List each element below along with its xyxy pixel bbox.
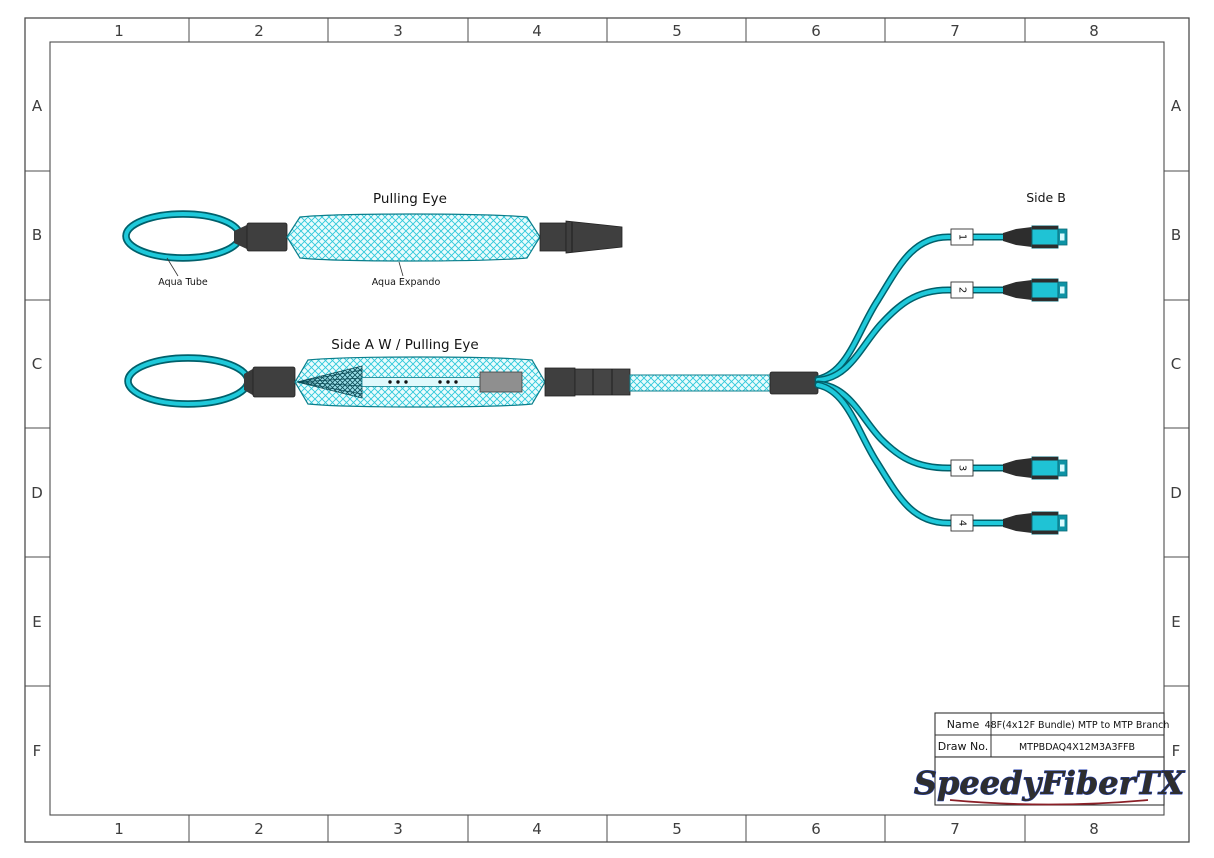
aqua-tube-label: Aqua Tube <box>158 277 208 288</box>
row-label: A <box>32 97 43 115</box>
branch-tag-3 <box>950 459 974 477</box>
logo-box <box>934 756 1165 806</box>
name-value: 48F(4x12F Bundle) MTP to MTP Branch <box>985 720 1170 731</box>
branch-tag-1-label: 1 <box>957 234 968 240</box>
inner-ferrule-block <box>479 371 523 393</box>
mtp-connector-1 <box>1003 225 1068 249</box>
column-label: 8 <box>1089 820 1099 838</box>
mtp-connector-3 <box>1003 456 1068 480</box>
branch-tag-3-label: 3 <box>957 465 968 471</box>
column-label: 1 <box>114 22 124 40</box>
logo-underline-flourish <box>949 799 1149 806</box>
breakout-band <box>769 371 819 395</box>
side-b-label: Side B <box>1026 190 1066 205</box>
column-label: 7 <box>950 820 960 838</box>
column-label: 3 <box>393 22 403 40</box>
grid-row-labels-left: A B C D E F <box>31 97 43 760</box>
grid-frame <box>24 17 1190 843</box>
draw-no-label: Draw No. <box>938 740 989 753</box>
furcation-housing <box>574 368 631 396</box>
row-label: C <box>32 355 42 373</box>
row-label: B <box>32 226 42 244</box>
speedyfibertx-logo: SpeedyFiberTX <box>914 764 1185 802</box>
row-label: E <box>32 613 41 631</box>
leader-line-aqua-tube <box>166 257 179 277</box>
branch-cable-1 <box>816 235 1005 381</box>
mtp-connector-2 <box>1003 278 1068 302</box>
column-label: 6 <box>811 820 821 838</box>
leader-line-aqua-expando <box>398 261 404 277</box>
column-label: 2 <box>254 820 264 838</box>
branch-tag-1 <box>950 228 974 246</box>
grid-row-labels-right: A B C D E F <box>1170 97 1182 760</box>
column-label: 6 <box>811 22 821 40</box>
loop-taper <box>234 224 249 250</box>
crimp-sleeve <box>246 222 288 252</box>
side-a-title: Side A W / Pulling Eye <box>331 337 478 353</box>
pulling-eye-assembly: Pulling Eye Aqua Tube Aqua Expando <box>122 191 623 288</box>
crimp-sleeve <box>252 366 296 398</box>
braided-trunk-cable <box>629 374 771 392</box>
column-label: 3 <box>393 820 403 838</box>
column-label: 4 <box>532 820 542 838</box>
branch-tag-2 <box>950 281 974 299</box>
pulling-eye-title: Pulling Eye <box>373 191 447 207</box>
row-label: F <box>33 742 42 760</box>
row-label: C <box>1171 355 1181 373</box>
branch-cable-2 <box>816 288 1005 382</box>
column-label: 4 <box>532 22 542 40</box>
branch-tag-2-label: 2 <box>957 287 968 293</box>
row-label: D <box>1170 484 1182 502</box>
mtp-connector-4 <box>1003 511 1068 535</box>
aqua-expando-label: Aqua Expando <box>372 277 441 288</box>
mtp-connectors <box>1003 225 1068 535</box>
crimp-sleeve <box>544 367 576 397</box>
column-label: 7 <box>950 22 960 40</box>
grid-ticks <box>25 18 1189 842</box>
crimp-sleeve <box>539 222 567 252</box>
grid-column-labels-bottom: 1 2 3 4 5 6 7 8 <box>114 820 1099 838</box>
fiber-dots <box>388 380 458 384</box>
row-label: D <box>31 484 43 502</box>
name-label: Name <box>947 718 980 731</box>
column-label: 5 <box>672 22 682 40</box>
column-label: 1 <box>114 820 124 838</box>
row-label: F <box>1172 742 1181 760</box>
title-block: Name 48F(4x12F Bundle) MTP to MTP Branch… <box>913 712 1186 806</box>
fanout-fibers <box>296 369 363 395</box>
tapered-boot <box>565 220 623 254</box>
branch-tag-4 <box>950 514 974 532</box>
inner-tube <box>361 377 481 387</box>
branch-cable-3 <box>816 382 1005 470</box>
row-label: B <box>1171 226 1181 244</box>
column-label: 5 <box>672 820 682 838</box>
branch-tag-4-label: 4 <box>957 520 968 526</box>
column-label: 8 <box>1089 22 1099 40</box>
aqua-expando-mesh-sleeve <box>286 213 541 262</box>
side-a-assembly: Side A W / Pulling Eye <box>124 190 1068 535</box>
row-label: E <box>1171 613 1180 631</box>
branch-tags: 1 2 3 4 <box>950 228 974 532</box>
branch-cables <box>814 233 1007 527</box>
row-label: A <box>1171 97 1182 115</box>
grid-column-labels-top: 1 2 3 4 5 6 7 8 <box>114 22 1099 40</box>
draw-no-value: MTPBDAQ4X12M3A3FFB <box>1019 742 1135 753</box>
column-label: 2 <box>254 22 264 40</box>
branch-cable-4 <box>816 383 1005 525</box>
